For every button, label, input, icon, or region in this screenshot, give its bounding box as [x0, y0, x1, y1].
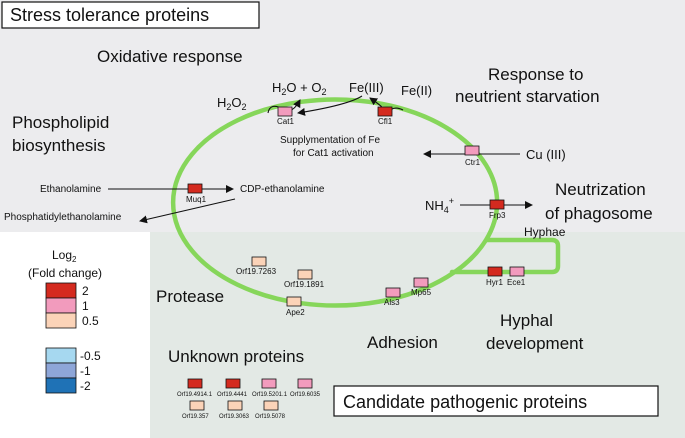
- cdp-ethanolamine-label: CDP-ethanolamine: [240, 184, 325, 195]
- als3-box: [385, 287, 401, 298]
- orf19-357-box: [189, 400, 205, 411]
- orf19-4441-box: [225, 378, 241, 389]
- fe2-label: Fe(II): [401, 83, 432, 98]
- ctr1-box: [464, 145, 480, 156]
- phagosome-label-line1: Neutrization: [555, 180, 646, 199]
- orf19-5201-box: [261, 378, 277, 389]
- orf19-6035-box: [297, 378, 313, 389]
- orf19-357-label: Orf19.357: [182, 414, 209, 420]
- unknown-proteins-label: Unknown proteins: [168, 347, 304, 366]
- stress-region-background: [0, 0, 685, 232]
- mp65-label: Mp65: [411, 288, 432, 297]
- orf19-4914-box: [187, 378, 203, 389]
- orf19-7263-box: [251, 256, 267, 267]
- fold-change-legend: Log2 (Fold change) 2 1 0.5 -0.5 -1 -2: [28, 248, 102, 394]
- stress-box-frame: [1, 1, 260, 29]
- legend-value-1: 1: [82, 299, 89, 313]
- legend-swatch-05: [45, 312, 77, 329]
- legend-value-m05: -0.5: [80, 349, 101, 363]
- starvation-label-line2: neutrient starvation: [455, 87, 600, 106]
- legend-swatch-2: [45, 282, 77, 299]
- nh4-label: NH4+: [425, 196, 454, 215]
- candidate-box-frame: [333, 385, 659, 417]
- cat1-box: [277, 106, 293, 117]
- fe-note-line2: for Cat1 activation: [293, 148, 374, 159]
- legend-swatch-1: [45, 297, 77, 314]
- muq1-box: [187, 183, 203, 194]
- orf19-1891-box: [297, 269, 313, 280]
- hyphae-label: Hyphae: [524, 225, 566, 239]
- fe-supply-arrow: [297, 95, 363, 116]
- orf19-6035-label: Orf19.6035: [290, 392, 321, 398]
- legend-title-line2: (Fold change): [28, 266, 102, 280]
- orf19-5078-label: Orf19.5078: [255, 414, 286, 420]
- orf19-7263-label: Orf19.7263: [236, 267, 277, 276]
- legend-title-line1: Log2: [52, 248, 77, 264]
- muq1-label: Muq1: [186, 195, 207, 204]
- orf19-4441-label: Orf19.4441: [217, 392, 248, 398]
- cfl1-label: Cfl1: [378, 117, 393, 126]
- fe3-label: Fe(III): [349, 80, 384, 95]
- ape2-label: Ape2: [286, 308, 305, 317]
- cfl1-box: [377, 106, 393, 117]
- legend-swatch-m2: [45, 377, 77, 394]
- h2o-o2-label: H2O + O2: [272, 80, 326, 97]
- legend-value-m2: -2: [80, 379, 91, 393]
- orf19-5201-label: Orf19.5201.1: [252, 392, 288, 398]
- cat1-label: Cat1: [277, 117, 294, 126]
- starvation-label-line1: Response to: [488, 65, 583, 84]
- ece1-box: [509, 266, 525, 277]
- orf19-1891-label: Orf19.1891: [284, 280, 325, 289]
- h2o2-label: H2O2: [217, 95, 247, 112]
- hyr1-box: [487, 266, 503, 277]
- stress-box-title: Stress tolerance proteins: [10, 5, 209, 25]
- phospholipid-label-line1: Phospholipid: [12, 113, 109, 132]
- candidate-box-title: Candidate pathogenic proteins: [343, 392, 587, 412]
- orf19-3063-box: [227, 400, 243, 411]
- legend-value-2: 2: [82, 284, 89, 298]
- orf19-4914-label: Orf19.4914.1: [177, 392, 213, 398]
- legend-value-m1: -1: [80, 364, 91, 378]
- orf19-3063-label: Orf19.3063: [219, 414, 250, 420]
- ctr1-label: Ctr1: [465, 158, 481, 167]
- legend-swatch-m1: [45, 362, 77, 379]
- ape2-box: [286, 296, 302, 307]
- orf19-5078-box: [263, 400, 279, 411]
- legend-swatch-m05: [45, 347, 77, 364]
- hyr1-label: Hyr1: [486, 278, 503, 287]
- phosphatidylethanolamine-label: Phosphatidylethanolamine: [4, 212, 122, 223]
- hyphal-label-line2: development: [486, 334, 584, 353]
- mp65-box: [413, 277, 429, 288]
- frp3-box: [489, 199, 505, 210]
- ethanolamine-label: Ethanolamine: [40, 184, 102, 195]
- als3-label: Als3: [384, 298, 400, 307]
- phagosome-label-line2: of phagosome: [545, 204, 653, 223]
- fe-note-line1: Supplymentation of Fe: [280, 135, 380, 146]
- oxidative-response-label: Oxidative response: [97, 47, 243, 66]
- adhesion-label: Adhesion: [367, 333, 438, 352]
- legend-value-05: 0.5: [82, 314, 99, 328]
- phosphatidyl-arrow: [139, 198, 236, 224]
- protease-label: Protease: [156, 287, 224, 306]
- phospholipid-label-line2: biosynthesis: [12, 136, 106, 155]
- ece1-label: Ece1: [507, 278, 526, 287]
- frp3-label: Frp3: [489, 211, 506, 220]
- hyphal-label-line1: Hyphal: [500, 311, 553, 330]
- cu3-label: Cu (III): [526, 147, 566, 162]
